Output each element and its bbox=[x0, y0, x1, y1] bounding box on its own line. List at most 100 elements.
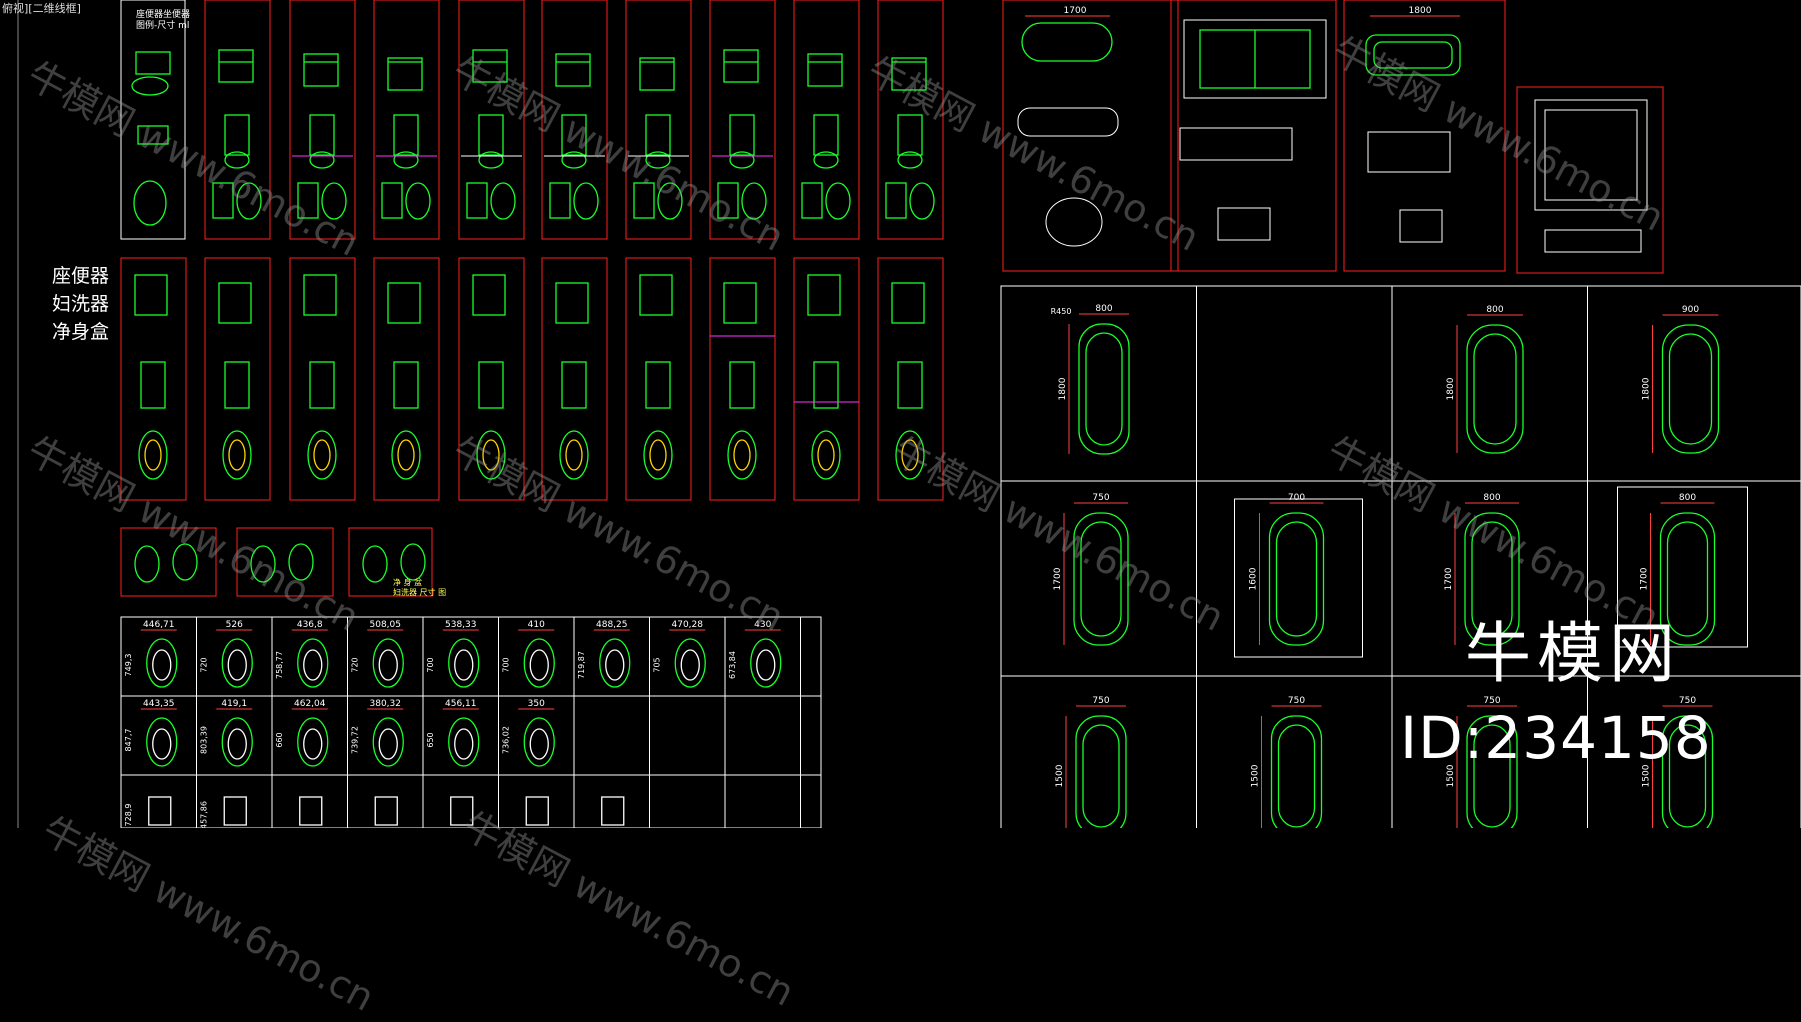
toilet-front-view bbox=[224, 114, 250, 156]
bathtub-end-view bbox=[1045, 197, 1103, 247]
viewport-label[interactable]: 俯视][二维线框] bbox=[2, 2, 81, 15]
bidet-plan bbox=[250, 545, 276, 583]
toilet-seat-outline bbox=[397, 439, 415, 471]
bidet-caption-line: 净 身 盆 bbox=[393, 578, 423, 587]
table-outline bbox=[120, 616, 822, 828]
dimension-label: 1700 bbox=[1053, 567, 1063, 590]
toilet-seat-outline bbox=[680, 649, 700, 681]
toilet-side-view bbox=[639, 274, 673, 316]
toilet-front-view bbox=[478, 151, 504, 169]
toilet-plan-view bbox=[138, 430, 168, 480]
watermark-url: www.6mo.cn bbox=[146, 867, 382, 1020]
toilet-front-view bbox=[561, 114, 587, 156]
toilet-plan-view bbox=[405, 182, 431, 220]
dimension-label: 1700 bbox=[1064, 6, 1087, 16]
toilet-side-view bbox=[807, 53, 843, 87]
toilet-seat-outline bbox=[529, 728, 549, 760]
dimension-label: 700 bbox=[426, 657, 435, 672]
toilet-front-view bbox=[813, 114, 839, 156]
toilet-side-view bbox=[723, 49, 759, 83]
toilet-frame-row2 bbox=[541, 257, 608, 501]
bathtub-plan bbox=[1073, 512, 1129, 646]
bathtub-plan bbox=[1275, 521, 1318, 637]
bidet-plan bbox=[288, 543, 314, 581]
toilet-side-view bbox=[303, 53, 339, 87]
toilet-plan-view bbox=[222, 430, 252, 480]
toilet-seat-outline bbox=[529, 649, 549, 681]
toilet-front-view bbox=[224, 151, 250, 169]
toilet-side-view bbox=[148, 796, 172, 826]
toilet-seat-outline bbox=[303, 728, 323, 760]
toilet-seat-outline bbox=[227, 649, 247, 681]
block-icon bbox=[133, 180, 167, 226]
dimension-label: 430 bbox=[754, 620, 771, 630]
dimension-label: 1800 bbox=[1409, 6, 1432, 16]
dimension-label: 719,87 bbox=[577, 651, 586, 679]
toilet-plan-view bbox=[885, 182, 907, 219]
dimension-label: 1500 bbox=[1251, 764, 1261, 787]
white-line-layer bbox=[17, 0, 1801, 828]
bathtub-elevation bbox=[1367, 131, 1451, 173]
toilet-plan-view bbox=[811, 430, 841, 480]
toilet-front-view bbox=[309, 114, 335, 156]
category-label-line: 座便器 bbox=[52, 265, 110, 287]
toilet-frame-row1 bbox=[458, 0, 525, 240]
dimension-label: 660 bbox=[275, 732, 284, 747]
toilet-plan-view bbox=[146, 638, 178, 688]
toilet-front-view bbox=[645, 151, 671, 169]
toilet-frame-row1 bbox=[289, 0, 356, 240]
toilet-seat-outline bbox=[152, 728, 172, 760]
bathtub-cell-frame bbox=[1617, 486, 1748, 648]
toilet-seat-outline bbox=[733, 439, 751, 471]
dimension-label: 700 bbox=[501, 657, 510, 672]
bathtub-plan bbox=[1668, 333, 1713, 445]
bathtub-frame-top bbox=[1516, 86, 1664, 274]
toilet-plan-view bbox=[466, 182, 488, 219]
bidet-plan bbox=[134, 545, 160, 583]
bathtub-plan bbox=[1668, 724, 1707, 828]
dimension-label: 739,72 bbox=[350, 726, 359, 754]
bathtub-plan bbox=[1373, 41, 1453, 69]
toilet-plan-view bbox=[321, 182, 347, 220]
bidet-plan bbox=[362, 545, 388, 583]
toilet-side-view bbox=[601, 796, 625, 826]
dimension-label: 1500 bbox=[1642, 764, 1652, 787]
toilet-side-view bbox=[450, 796, 474, 826]
toilet-front-view bbox=[645, 114, 671, 156]
bathtub-plan bbox=[1270, 715, 1323, 828]
toilet-seat-outline bbox=[454, 649, 474, 681]
toilet-front-view bbox=[561, 151, 587, 169]
toilet-plan-view bbox=[381, 182, 403, 219]
bathtub-frame-top bbox=[1343, 0, 1506, 272]
toilet-plan-view bbox=[559, 430, 589, 480]
bidet-caption: 净 身 盆 妇洗器 尺寸 图 bbox=[393, 578, 446, 598]
toilet-side-view bbox=[299, 796, 323, 826]
toilet-front-view bbox=[309, 361, 335, 409]
bathtub-plan bbox=[1473, 333, 1517, 445]
toilet-plan-view bbox=[657, 182, 683, 220]
drawing-id: ID:234158 bbox=[1400, 704, 1712, 772]
toilet-side-view bbox=[891, 57, 927, 91]
bathtub-plan bbox=[1661, 715, 1714, 828]
category-label-line: 净身盒 bbox=[52, 321, 110, 343]
dimension-label: 457,86 bbox=[199, 801, 208, 828]
toilet-side-view bbox=[218, 282, 252, 324]
toilet-front-view bbox=[645, 361, 671, 409]
cad-drawing-canvas[interactable]: 446,71749,3526720436,8758,77508,05720538… bbox=[0, 0, 1801, 828]
toilet-plan-view bbox=[307, 430, 337, 480]
red-frame-layer bbox=[120, 0, 1664, 597]
bathtub-elevation bbox=[1179, 127, 1293, 161]
toilet-frame-row2 bbox=[458, 257, 525, 501]
dimension-label: 410 bbox=[528, 620, 545, 630]
dimension-label: 800 bbox=[1483, 493, 1500, 503]
bidet-frame bbox=[236, 527, 334, 597]
bathtub-plan bbox=[1085, 332, 1123, 446]
dimension-label: 750 bbox=[1092, 696, 1109, 706]
bathtub-plan bbox=[1544, 109, 1638, 201]
toilet-frame-row1 bbox=[877, 0, 944, 240]
toilet-frame-row1 bbox=[709, 0, 776, 240]
toilet-frame-row1 bbox=[541, 0, 608, 240]
bathtub-plan bbox=[1082, 724, 1120, 828]
category-label: 座便器 妇洗器 净身盒 bbox=[52, 262, 109, 346]
toilet-plan-view bbox=[448, 638, 480, 688]
